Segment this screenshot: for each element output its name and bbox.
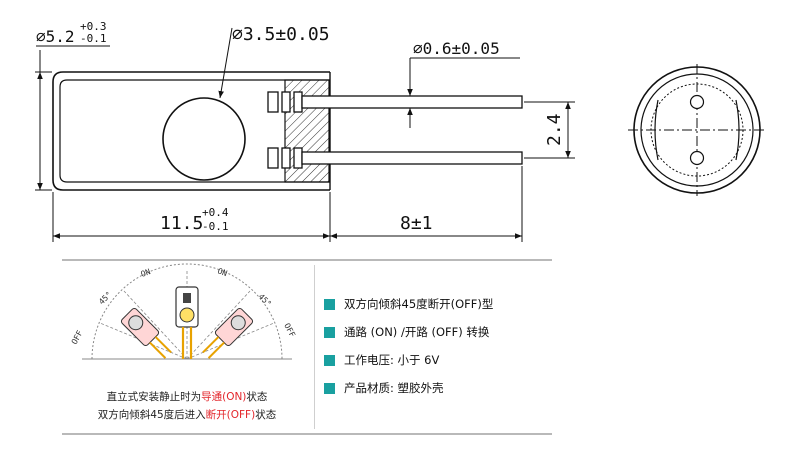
square-bullet-icon [324,382,335,394]
end-cap [284,79,330,183]
length-dimensions: 11.5 +0.4 -0.1 8±1 [52,166,523,242]
label-off-right: OFF [282,322,297,339]
caption-1-highlight: 导通(ON) [201,391,247,403]
feature-item: 产品材质: 塑胶外壳 [324,381,549,395]
body-length-tol-plus: +0.4 [202,206,229,219]
feature-list: 双方向倾斜45度断开(OFF)型 通路 (ON) /开路 (OFF) 转换 工作… [324,297,549,409]
caption-2-text: 双方向倾斜45度后进入 [97,409,206,421]
upright-switch [175,286,199,359]
pins [267,91,523,169]
ball-diameter-dimension: ⌀3.5±0.05 [218,24,330,99]
feature-item: 通路 (ON) /开路 (OFF) 转换 [324,325,549,339]
panel-divider [314,265,315,429]
tilted-switch-right [202,307,254,359]
caption-line-2: 双方向倾斜45度后进入断开(OFF)状态 [62,407,312,422]
outer-diameter-label: ⌀5.2 [36,27,75,46]
square-bullet-icon [324,298,335,310]
caption-line-1: 直立式安装静止时为导通(ON)状态 [62,389,312,404]
end-view-pin-bottom [689,150,705,166]
label-45-left: 45° [97,290,114,307]
label-on-left: ON [140,267,152,279]
caption-1-suffix: 状态 [246,391,268,403]
caption-2-suffix: 状态 [255,409,277,421]
caption-1-text: 直立式安装静止时为 [106,391,202,403]
info-panel: ON ON 45° 45° OFF OFF 直立式安装静止时为导通(ON)状态 … [62,259,552,435]
feature-text: 产品材质: 塑胶外壳 [344,381,444,395]
feature-text: 通路 (ON) /开路 (OFF) 转换 [344,325,490,339]
pin-spacing-dimension: 2.4 [524,101,575,159]
ball [162,97,246,181]
feature-text: 双方向倾斜45度断开(OFF)型 [344,297,494,311]
technical-drawing: ⌀5.2 +0.3 -0.1 ⌀3.5±0.05 ⌀0.6±0.05 2.4 1… [35,20,766,242]
outer-diameter-tol-minus: -0.1 [80,32,107,45]
label-off-left: OFF [70,329,85,346]
feature-item: 工作电压: 小于 6V [324,353,549,367]
square-bullet-icon [324,326,335,338]
pin-spacing-label: 2.4 [544,113,565,146]
label-45-right: 45° [257,292,274,309]
label-on-right: ON [216,266,228,278]
feature-text: 工作电压: 小于 6V [344,353,440,367]
square-bullet-icon [324,354,335,366]
feature-item: 双方向倾斜45度断开(OFF)型 [324,297,549,311]
lead-length-label: 8±1 [400,213,433,234]
caption-2-highlight: 断开(OFF) [205,409,256,421]
pin-diameter-label: ⌀0.6±0.05 [413,39,500,58]
tilt-diagram: ON ON 45° 45° OFF OFF [70,263,297,360]
end-view-pin-top [689,94,705,110]
outer-diameter-tol-plus: +0.3 [80,20,107,33]
ball-diameter-label: ⌀3.5±0.05 [232,24,330,45]
pin-diameter-dimension: ⌀0.6±0.05 [407,39,520,128]
switch-housing [52,71,331,191]
outer-diameter-dimension: ⌀5.2 +0.3 -0.1 [35,20,110,191]
body-length-tol-minus: -0.1 [202,220,229,233]
tilted-switch-left [120,307,172,359]
end-view [628,64,766,196]
tilt-illustration: ON ON 45° 45° OFF OFF 直立式安装静止时为导通(ON)状态 … [62,261,312,433]
body-length-label: 11.5 [160,213,203,234]
